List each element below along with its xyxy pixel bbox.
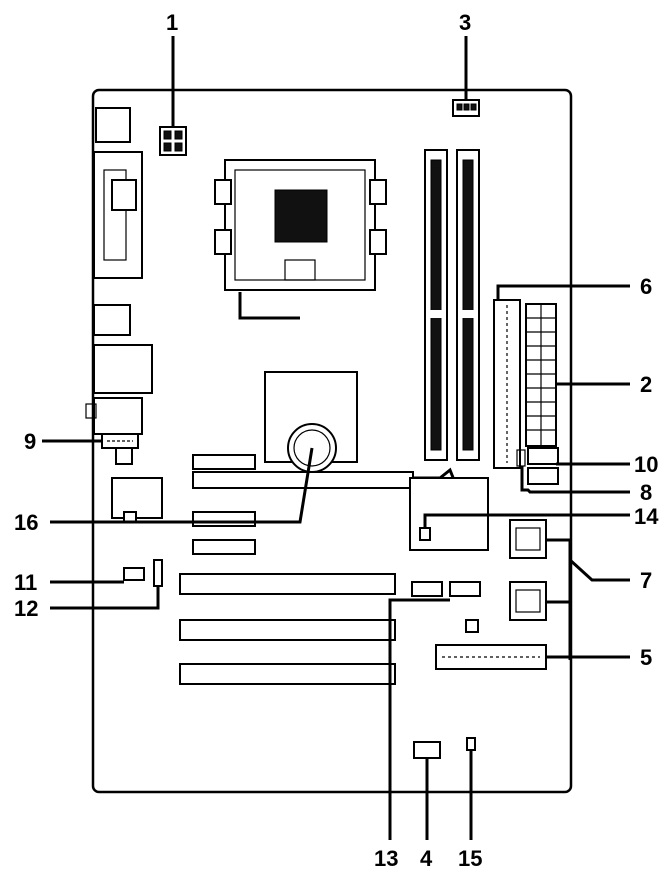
callout-15: 15 — [458, 846, 482, 871]
fan-header-11 — [124, 568, 144, 580]
callout-2: 2 — [640, 372, 652, 397]
header-12 — [154, 560, 162, 586]
pci-slot-1 — [180, 574, 395, 594]
rear-io-panel — [86, 108, 152, 434]
callout-13: 13 — [374, 846, 398, 871]
callout-6: 6 — [640, 274, 652, 299]
pcie-x1-slot-3 — [193, 540, 255, 554]
callout-11: 11 — [14, 570, 37, 595]
jumper-14 — [420, 528, 430, 540]
callout-9: 9 — [24, 429, 36, 454]
callout-12: 12 — [14, 596, 38, 621]
fdd-connector — [494, 300, 520, 468]
pcie-x16-slot — [193, 472, 413, 488]
callout-8: 8 — [640, 480, 652, 505]
callout-14: 14 — [634, 504, 659, 529]
callout-7: 7 — [640, 568, 652, 593]
callout-5: 5 — [640, 645, 652, 670]
pci-slot-2 — [180, 620, 395, 640]
top-fan-header — [453, 100, 479, 116]
pci-slot-3 — [180, 664, 395, 684]
bottom-fan-header — [414, 742, 440, 758]
callout-10: 10 — [634, 452, 658, 477]
callout-16: 16 — [14, 510, 38, 535]
left-header-9 — [102, 434, 138, 448]
pcie-x1-slot-1 — [193, 455, 255, 469]
sata-connector-2 — [510, 582, 546, 620]
sata-connector-1 — [510, 520, 546, 558]
callout-3: 3 — [459, 10, 471, 35]
small-chip — [466, 620, 478, 632]
atx-power-connector — [526, 304, 556, 446]
jumper-15 — [467, 738, 475, 750]
small-chip — [116, 448, 132, 464]
atx-12v-connector — [160, 127, 186, 155]
ide-connector — [436, 645, 546, 669]
dimm-slot-2 — [457, 150, 479, 460]
dimm-slot-1 — [425, 150, 447, 460]
usb-header-13b — [450, 582, 480, 596]
callout-1: 1 — [166, 10, 178, 35]
pcie-x1-slot-2 — [193, 512, 255, 526]
usb-header-13a — [412, 582, 442, 596]
callout-4: 4 — [420, 846, 433, 871]
